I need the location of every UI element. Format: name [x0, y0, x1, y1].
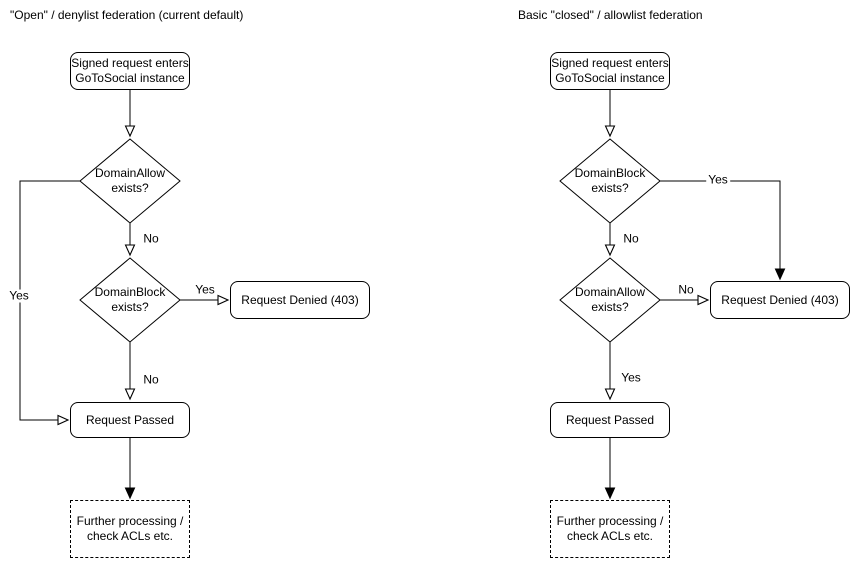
decision-label-right-domainblock: DomainBlock exists?: [574, 166, 646, 195]
edge-label-yes: Yes: [619, 370, 643, 385]
left-chart-title: "Open" / denylist federation (current de…: [10, 8, 244, 22]
decision-label-right-domainallow: DomainAllow exists?: [574, 285, 646, 314]
edge-label-no: No: [141, 231, 161, 246]
node-left-start: Signed request enters GoToSocial instanc…: [70, 52, 190, 90]
edge-label-yes: Yes: [193, 282, 217, 297]
decision-diamond-right-domainallow: [559, 257, 661, 343]
node-right-further-processing: Further processing / check ACLs etc.: [550, 500, 670, 558]
edge-label-no: No: [141, 372, 161, 387]
node-left-further-processing: Further processing / check ACLs etc.: [70, 500, 190, 558]
edge-right-block-yes-to-denied: [660, 180, 786, 281]
decision-label-left-domainblock: DomainBlock exists?: [94, 285, 166, 314]
node-right-start: Signed request enters GoToSocial instanc…: [550, 52, 670, 90]
edge-label-no: No: [676, 282, 696, 297]
node-left-request-denied: Request Denied (403): [230, 281, 370, 319]
decision-diamond-right-domainblock: [559, 138, 661, 224]
decision-label-left-domainallow: DomainAllow exists?: [94, 166, 166, 195]
node-right-request-passed: Request Passed: [550, 402, 670, 438]
right-chart-title: Basic "closed" / allowlist federation: [518, 8, 703, 22]
decision-diamond-left-domainallow: [79, 138, 181, 224]
edge-label-yes: Yes: [706, 172, 730, 187]
decision-diamond-left-domainblock: [79, 257, 181, 343]
edge-label-no: No: [621, 231, 641, 246]
node-right-request-denied: Request Denied (403): [710, 281, 850, 319]
edge-label-yes: Yes: [7, 288, 31, 303]
node-left-request-passed: Request Passed: [70, 402, 190, 438]
